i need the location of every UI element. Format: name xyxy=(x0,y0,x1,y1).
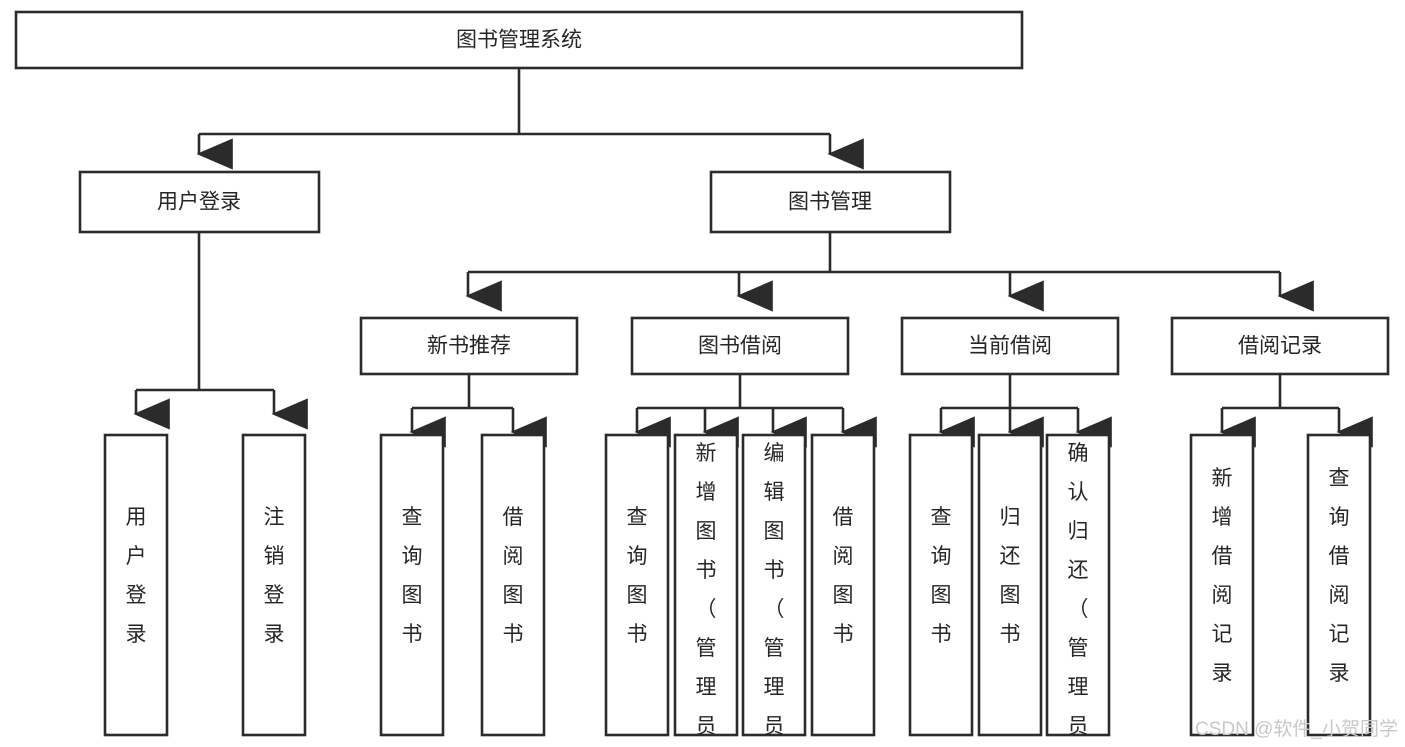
leaf-box xyxy=(810,433,876,737)
current-borrow-box xyxy=(900,316,1120,376)
new-book-recommend-box xyxy=(359,316,579,376)
leaf-box xyxy=(379,433,445,737)
connector-current-borrow-to-leaves xyxy=(938,374,1112,448)
connector-book-management-to-level3 xyxy=(465,232,1314,312)
leaf-label: 查询图书 xyxy=(627,506,648,646)
node-borrow-record[interactable]: 借阅记录 xyxy=(1170,316,1390,376)
leaf-borrow-record-query-record[interactable]: 查询借阅记录 xyxy=(1306,433,1372,737)
node-user-login[interactable]: 用户登录 xyxy=(78,170,321,234)
leaf-borrow-record-add-record[interactable]: 新增借阅记录 xyxy=(1189,433,1255,737)
leaf-label: 查询图书 xyxy=(402,506,423,646)
connector-book-borrow-to-leaves xyxy=(634,374,877,448)
node-root-system[interactable]: 图书管理系统 xyxy=(14,10,1024,70)
book-management-label: 图书管理 xyxy=(788,191,872,214)
leaf-box xyxy=(673,433,739,737)
user-login-box xyxy=(78,170,321,234)
leaf-box xyxy=(741,433,807,737)
leaf-label: 查询借阅记录 xyxy=(1329,467,1350,685)
node-book-management[interactable]: 图书管理 xyxy=(709,170,952,234)
root-label: 图书管理系统 xyxy=(456,29,582,52)
leaf-book-borrow-edit-book-admin[interactable]: 编辑图书（管理员） xyxy=(741,433,807,747)
leaf-box xyxy=(604,433,670,737)
current-borrow-label: 当前借阅 xyxy=(968,335,1052,358)
leaf-book-borrow-borrow-book[interactable]: 借阅图书 xyxy=(810,433,876,737)
node-current-borrow[interactable]: 当前借阅 xyxy=(900,316,1120,376)
leaf-label: 查询图书 xyxy=(931,506,952,646)
leaf-new-book-query-book[interactable]: 查询图书 xyxy=(379,433,445,737)
leaf-box xyxy=(241,433,307,737)
leaf-box xyxy=(1045,433,1111,737)
connector-new-book-recommend-to-leaves xyxy=(409,374,547,448)
connector-borrow-record-to-leaves xyxy=(1219,374,1373,448)
leaf-label: 借阅图书 xyxy=(833,506,854,646)
node-new-book-recommend[interactable]: 新书推荐 xyxy=(359,316,579,376)
leaf-current-borrow-query-book[interactable]: 查询图书 xyxy=(908,433,974,737)
leaf-label: 借阅图书 xyxy=(503,506,524,646)
leaf-box xyxy=(1306,433,1372,737)
leaf-book-borrow-add-book-admin[interactable]: 新增图书（管理员） xyxy=(673,433,739,747)
leaf-label: 新增图书（管理员） xyxy=(696,442,717,747)
node-book-borrow[interactable]: 图书借阅 xyxy=(630,316,850,376)
leaf-user-login-login[interactable]: 用户登录 xyxy=(103,433,169,737)
leaf-label: 归还图书 xyxy=(1000,506,1021,646)
leaf-current-borrow-confirm-return-admin[interactable]: 确认归还（管理员） xyxy=(1045,433,1111,747)
leaf-box xyxy=(480,433,546,737)
borrow-record-label: 借阅记录 xyxy=(1238,335,1322,358)
leaf-box xyxy=(1189,433,1255,737)
user-login-label: 用户登录 xyxy=(157,191,241,214)
connector-root-to-level2 xyxy=(196,68,864,170)
root-box xyxy=(14,10,1024,70)
leaf-label: 新增借阅记录 xyxy=(1212,467,1233,685)
leaf-book-borrow-query-book[interactable]: 查询图书 xyxy=(604,433,670,737)
book-borrow-label: 图书借阅 xyxy=(698,335,782,358)
connector-user-login-to-leaves xyxy=(133,232,308,430)
leaf-user-login-logout[interactable]: 注销登录 xyxy=(241,433,307,737)
leaf-box xyxy=(103,433,169,737)
csdn-watermark: CSDN @软件_小贺同学 xyxy=(1195,718,1398,740)
leaf-label: 编辑图书（管理员） xyxy=(764,442,785,747)
leaf-current-borrow-return-book[interactable]: 归还图书 xyxy=(977,433,1043,737)
leaf-new-book-borrow-book[interactable]: 借阅图书 xyxy=(480,433,546,737)
leaf-box xyxy=(908,433,974,737)
new-book-recommend-label: 新书推荐 xyxy=(427,335,511,358)
leaf-box xyxy=(977,433,1043,737)
leaf-label: 用户登录 xyxy=(126,506,147,646)
leaf-label: 确认归还（管理员） xyxy=(1068,442,1089,747)
leaf-label: 注销登录 xyxy=(264,506,285,646)
